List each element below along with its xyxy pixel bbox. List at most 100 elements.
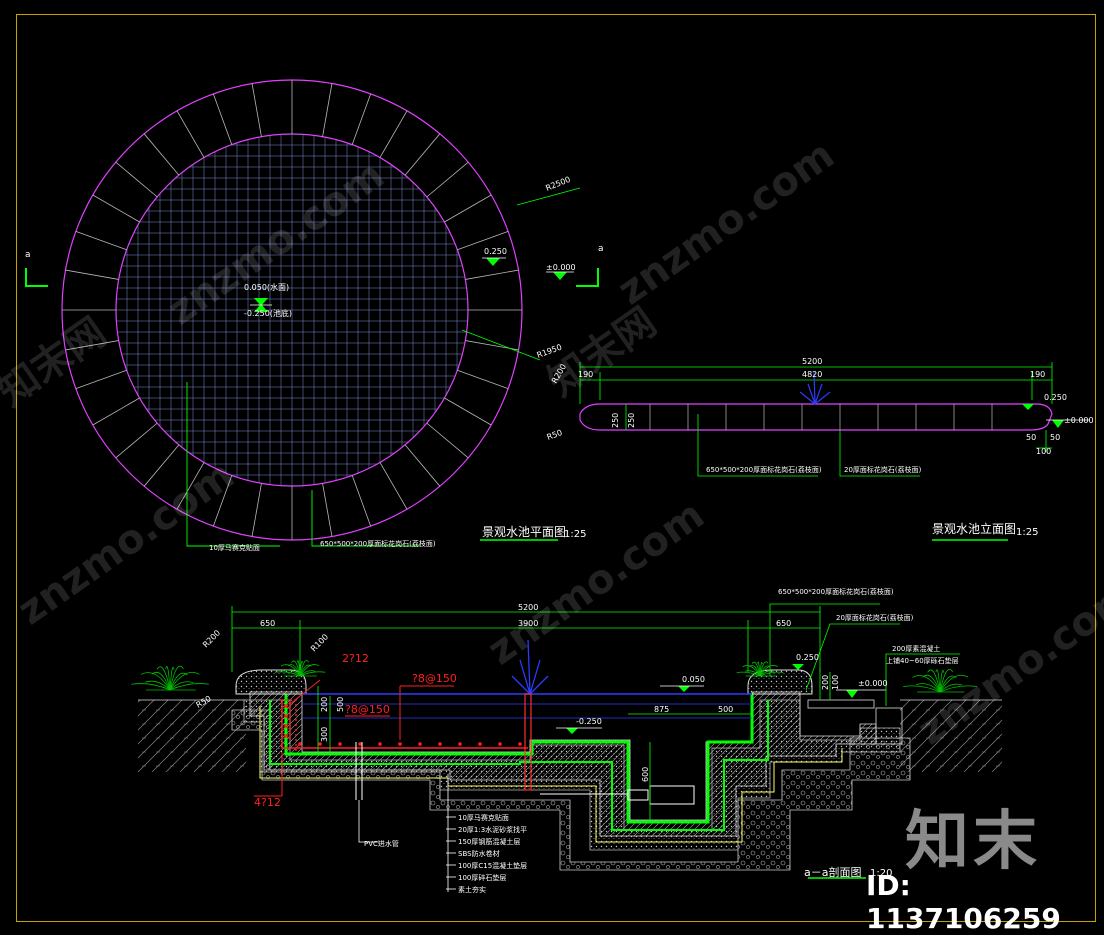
stone-joint [115,422,158,459]
elev-r-bottom: R50 [546,428,564,442]
plant-leaf [757,661,761,677]
plant-leaf [759,661,769,677]
elev-dim-50b: 50 [1050,433,1060,442]
plan-level-edge: 0.250 [484,247,507,256]
brand-logo: 知末 [905,805,1041,879]
plant-leaf [151,671,171,691]
sec-dim-left: 650 [260,619,275,628]
sec-level-edge: 0.250 [796,653,819,662]
sec-note-top2: 20厚面标花岗石(荔枝面) [836,613,914,622]
rebar-dot [298,742,302,746]
sec-r200: R200 [201,628,222,649]
elev-r-top: R200 [550,362,568,385]
elev-note2: 20厚面标花岗石(荔枝面) [844,465,922,474]
drawing-frame [16,14,1096,922]
stone-joint [465,269,519,280]
stone-joint [75,230,127,251]
plant-leaf [283,669,301,677]
sec-note-top1: 650*500*200厚面标花岗石(荔枝面) [778,587,894,596]
elev-dim-h2: 250 [627,413,636,428]
plant-leaf [922,674,941,693]
elev-level-ground: ±0.000 [1064,416,1094,425]
plan-view [25,79,1008,547]
plan-note-left: 10厚马赛克贴面 [209,543,260,552]
sec-note-right2: 上铺40~60厚砾石垫层 [886,656,959,665]
image-id-label: ID: 1137106259 [866,869,1061,935]
stone-joint [65,340,119,351]
plan-title: 景观水池平面图 [482,525,566,539]
plant-leaf [751,661,761,677]
sec-note-right1: 200厚素混凝土 [892,644,940,653]
stone-joint [65,269,119,280]
stone-joint [404,133,441,176]
plant-leaf [131,683,171,691]
plant-leaf [145,680,171,691]
plant-leaf [759,661,763,677]
sec-layer-6: 素土夯实 [458,885,486,894]
plan-section-mark-right: a [598,244,604,254]
plant-leaf [916,683,941,693]
plant-leaf [912,675,941,693]
rebar-dot [338,742,342,746]
rebar-dot [284,704,288,708]
rebar-dot [358,742,362,746]
plant-leaf [169,666,175,691]
sec-dim-mid: 3900 [518,619,538,628]
sec-scale: 1:20 [870,868,892,879]
stone-joint [176,110,205,158]
sec-dim-500b: 500 [718,705,733,714]
plan-level-water: 0.050(水面) [244,282,289,292]
stone-joint [426,161,469,198]
rebar-dot [498,742,502,746]
plant-leaf [156,666,171,691]
sec-dim-500: 500 [336,697,345,712]
elev-dim-50: 50 [1026,433,1036,442]
stone-joint [404,444,441,487]
stone-joint [176,462,205,510]
plant-leaf [169,683,209,691]
stone-joint [444,194,492,223]
plant-leaf [744,670,761,677]
sec-dim-100: 100 [831,675,840,690]
sec-rebar3: ?8@150 [345,703,390,716]
stone-joint [322,83,333,137]
plant-leaf [287,664,301,677]
stone-joint [92,194,140,223]
sec-r100: R100 [309,632,330,653]
sec-layer-0: 10厚马赛克贴面 [458,813,509,822]
rebar-dot [284,734,288,738]
sec-level-bottom: -0.250 [576,717,602,726]
sec-dim-600: 600 [641,767,650,782]
stone-joint [75,369,127,390]
sec-level-ground: ±0.000 [858,679,888,688]
elev-dim-total: 5200 [802,357,822,366]
section-view [131,603,1002,892]
elev-scale: 1:25 [1016,527,1038,538]
elev-title: 景观水池立面图 [932,521,1016,536]
sec-layer-5: 100厚碎石垫层 [458,873,506,882]
plant-leaf [299,660,310,677]
plant-leaf [748,664,761,677]
plant-leaf [736,671,761,677]
plan-r-outer: R2500 [544,175,571,193]
sec-rebar4: 4?12 [254,796,281,809]
stone-joint [251,483,262,537]
soil-left [138,700,246,772]
plant-leaf [759,670,775,677]
rebar-dot [418,742,422,746]
sec-layer-1: 20厚1:3水泥砂浆找平 [458,825,527,834]
plan-scale: 1:25 [564,529,586,540]
plant-leaf [299,660,304,677]
stone-joint [379,110,408,158]
sec-title: a－a剖面图 [804,865,861,879]
plant-leaf [299,671,326,677]
plan-level-ground: ±0.000 [546,263,576,272]
rebar-dot [398,742,402,746]
stone-joint [351,93,372,145]
sec-rebar2: ?8@150 [412,672,457,685]
stone-joint [457,369,509,390]
plant-leaf [903,685,941,693]
plant-leaf [759,665,778,677]
plant-leaf [935,669,941,693]
